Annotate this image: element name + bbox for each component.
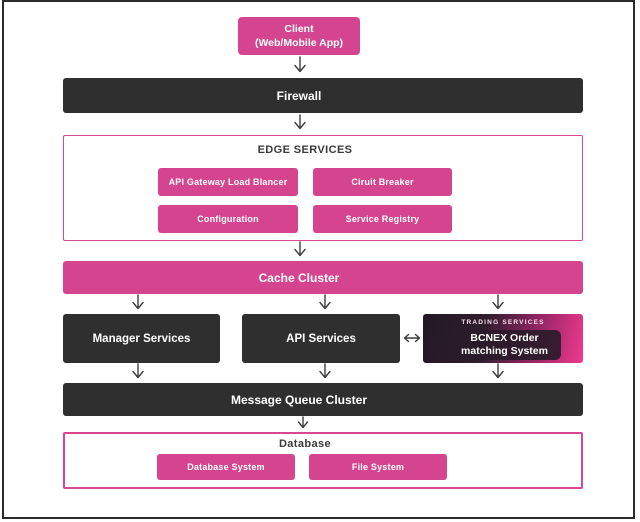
arrow-down-icon xyxy=(319,363,331,379)
firewall-label: Firewall xyxy=(276,88,322,103)
cache-cluster-label: Cache Cluster xyxy=(258,270,340,285)
bcnex-order-matching-node: BCNEX Order matching System xyxy=(448,330,561,360)
arrow-down-icon xyxy=(319,294,331,310)
message-queue-node: Message Queue Cluster xyxy=(63,383,583,416)
arrow-down-icon xyxy=(297,416,309,429)
arrow-left-right-icon xyxy=(403,333,421,343)
api-gateway-node: API Gateway Load Blancer xyxy=(158,168,298,196)
arrow-down-icon xyxy=(492,294,504,310)
cache-cluster-node: Cache Cluster xyxy=(63,261,583,294)
edge-services-title: EDGE SERVICES xyxy=(257,144,353,156)
database-group: Database Database System File System xyxy=(63,432,583,489)
manager-services-label: Manager Services xyxy=(92,332,191,345)
arrow-down-icon xyxy=(132,294,144,310)
client-node: Client (Web/Mobile App) xyxy=(238,17,360,55)
api-services-label: API Services xyxy=(286,332,356,345)
trading-services-title: TRADING SERVICES xyxy=(461,319,545,326)
database-system-node: Database System xyxy=(157,454,295,480)
circuit-breaker-node: Ciruit Breaker xyxy=(313,168,452,196)
edge-services-group: EDGE SERVICES API Gateway Load Blancer C… xyxy=(63,135,583,241)
arrow-down-icon xyxy=(132,363,144,379)
arrow-down-icon xyxy=(294,56,306,73)
manager-services-node: Manager Services xyxy=(63,314,220,363)
message-queue-label: Message Queue Cluster xyxy=(230,392,368,407)
client-label: Client (Web/Mobile App) xyxy=(254,22,344,49)
arrow-down-icon xyxy=(492,363,504,379)
firewall-node: Firewall xyxy=(63,78,583,113)
database-title: Database xyxy=(278,438,332,450)
arrow-down-icon xyxy=(294,114,306,130)
trading-services-group: TRADING SERVICES BCNEX Order matching Sy… xyxy=(423,314,583,363)
configuration-node: Configuration xyxy=(158,205,298,233)
service-registry-node: Service Registry xyxy=(313,205,452,233)
arrow-down-icon xyxy=(294,241,306,257)
file-system-node: File System xyxy=(309,454,447,480)
bcnex-label: BCNEX Order matching System xyxy=(461,331,548,357)
api-services-node: API Services xyxy=(242,314,400,363)
